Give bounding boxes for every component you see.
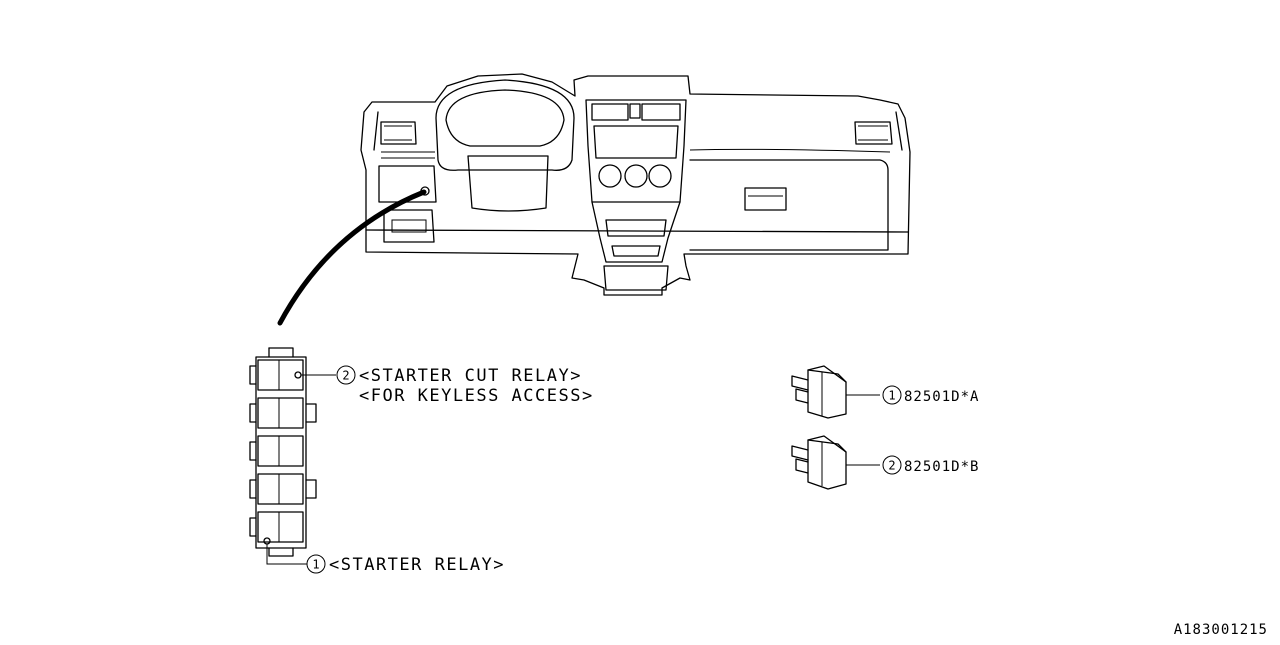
callout-starter-relay: 1 <STARTER RELAY> [306,554,505,575]
figure-id: A183001215 [1174,622,1268,638]
relay-part-a: 1 82501D*A [791,365,979,419]
part-code-b: 82501D*B [904,459,979,475]
callout-starter-cut-relay: 2 <STARTER CUT RELAY> <FOR KEYLESS ACCES… [336,365,594,406]
part-number-1: 1 [888,389,895,403]
relay-block [249,347,317,557]
callout-circle-2 [336,365,356,385]
leader-line-1 [266,544,307,565]
callout-number-2: 2 [342,369,349,383]
callout-number-1: 1 [312,558,319,572]
part-circle-2 [882,455,902,475]
dashboard-illustration [360,73,911,296]
callout-circle-1 [306,554,326,574]
relay-part-b: 2 82501D*B [791,435,979,490]
keyless-access-label: <FOR KEYLESS ACCESS> [359,386,594,406]
starter-cut-relay-label: <STARTER CUT RELAY> [359,366,582,386]
part-circle-1 [882,385,902,405]
starter-relay-label: <STARTER RELAY> [329,555,505,575]
part-code-a: 82501D*A [904,389,979,405]
part-number-2: 2 [888,459,895,473]
leader-arrow [277,189,427,326]
